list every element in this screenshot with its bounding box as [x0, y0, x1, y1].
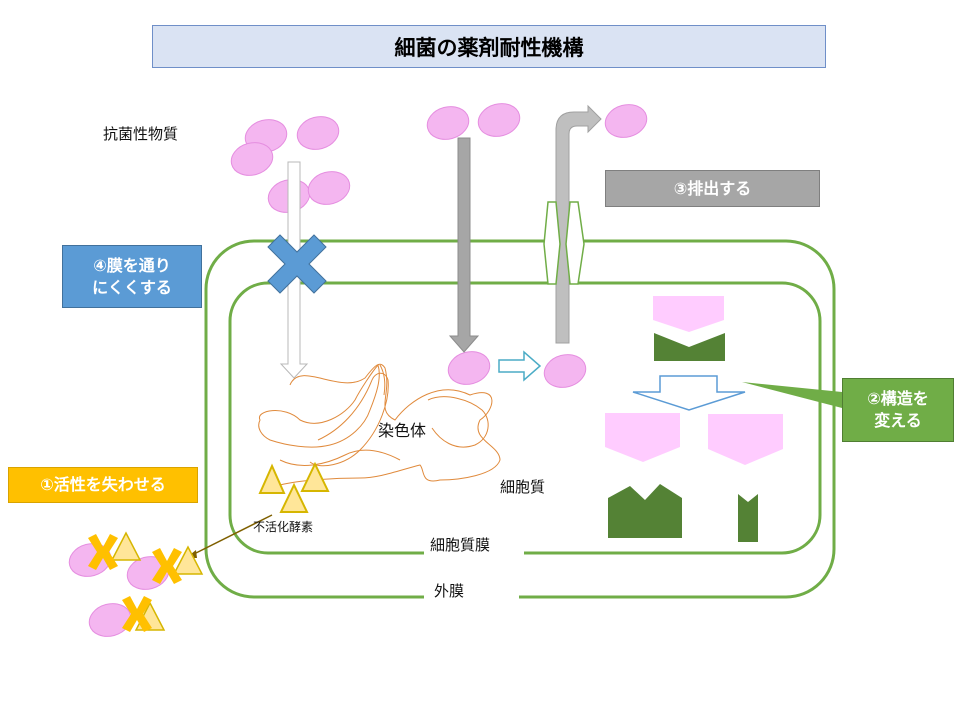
chromosome-label: 染色体: [378, 421, 427, 440]
antibiotic-label: 抗菌性物質: [103, 125, 179, 143]
blue-x-mark: [267, 234, 327, 294]
mechanism-impermeable-line2: にくくする: [92, 277, 172, 297]
mechanism-impermeable-line1: ④膜を通り: [93, 255, 171, 275]
inner-membrane: [228, 281, 822, 555]
efflux-pump: [543, 201, 585, 285]
inactivating-enzymes: [258, 461, 330, 513]
mechanism-impermeable: ④膜を通り にくくする: [62, 245, 202, 308]
target-original: [653, 296, 725, 361]
entry-arrow: [448, 137, 480, 353]
mechanism-inactivate: ①活性を失わせる: [8, 467, 198, 503]
chromosome: [258, 363, 501, 486]
diagram-title: 細菌の薬剤耐性機構: [152, 25, 826, 68]
mechanism-alter-line1: ②構造を: [867, 389, 929, 409]
inactivated-drugs: [68, 531, 204, 637]
enzyme-label: 不活化酵素: [253, 520, 314, 534]
outer-membrane-label: 外膜: [434, 582, 465, 600]
change-arrow: [632, 375, 746, 411]
drug-molecules-center: [426, 103, 648, 388]
drug-move-arrow: [498, 350, 542, 382]
callout-pointer-2: [742, 382, 842, 408]
inner-membrane-label: 細胞質膜: [430, 536, 491, 554]
enzyme-action-arrow: [189, 514, 273, 557]
outer-membrane: [204, 239, 836, 599]
mechanism-alter-line2: 変える: [874, 411, 922, 430]
target-altered: [605, 413, 783, 542]
mechanism-alter-structure: ②構造を 変える: [842, 378, 954, 442]
mechanism-efflux: ③排出する: [605, 170, 820, 207]
cytoplasm-label: 細胞質: [500, 478, 546, 496]
